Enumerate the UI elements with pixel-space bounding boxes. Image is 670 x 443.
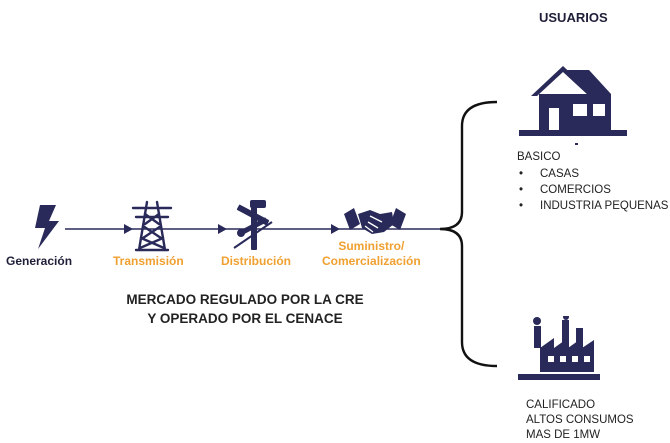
list-item: INDUSTRIA PEQUENAS (517, 198, 668, 214)
arrow-icon (218, 224, 227, 234)
arrow-icon (124, 224, 133, 234)
list-item: COMERCIOS (517, 182, 668, 198)
qualified-line-3: MAS DE 1MW (526, 429, 601, 441)
curly-brace (439, 100, 498, 368)
house-underline-mark (575, 143, 578, 145)
stage-label-generacion: Generación (6, 254, 73, 268)
basic-list: CASAS COMERCIOS INDUSTRIA PEQUENAS (517, 166, 668, 214)
stage-label-suministro: Suministro/ Comercialización (322, 239, 421, 269)
stage-label-distribucion: Distribución (221, 254, 292, 268)
factory-icon (518, 316, 600, 382)
market-line-1: MERCADO REGULADO POR LA CRE (126, 292, 364, 307)
arrow-icon (331, 224, 340, 234)
handshake-icon (344, 204, 406, 240)
qualified-line-1: CALIFICADO (526, 399, 596, 411)
utility-pole-icon (232, 200, 274, 252)
page-title: USUARIOS (539, 10, 608, 25)
basic-title: BASICO (517, 151, 561, 163)
house-icon (519, 64, 627, 140)
transmission-tower-icon (131, 200, 173, 252)
stage-label-transmision: Transmisión (113, 254, 184, 268)
qualified-line-2: ALTOS CONSUMOS (526, 414, 634, 426)
list-item: CASAS (517, 166, 668, 182)
stage-label-suministro-line2: Comercialización (322, 254, 421, 268)
stage-label-suministro-line1: Suministro/ (338, 239, 405, 253)
market-line-2: Y OPERADO POR EL CENACE (147, 311, 343, 326)
lightning-icon (34, 205, 60, 249)
